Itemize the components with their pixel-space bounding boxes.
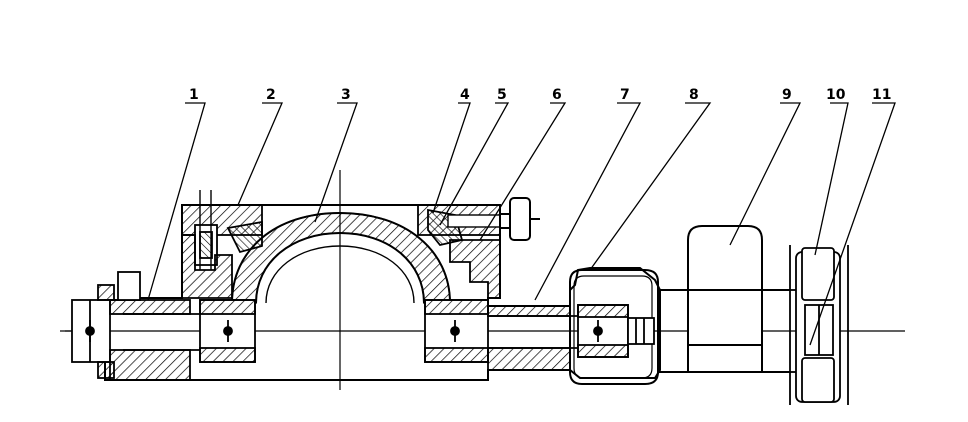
callout-3: 3 [341, 87, 351, 103]
callout-4: 4 [460, 87, 470, 103]
leader-lines [147, 102, 896, 346]
left-housing-block [181, 190, 263, 299]
right-housing-block [417, 204, 501, 299]
callout-labels: 1 2 3 4 5 6 7 8 9 10 11 [189, 87, 891, 103]
callout-1: 1 [189, 87, 199, 103]
callout-9: 9 [782, 87, 792, 103]
left-shaft-end [71, 271, 200, 381]
callout-6: 6 [552, 87, 562, 103]
callout-5: 5 [497, 87, 507, 103]
callout-11: 11 [872, 87, 891, 103]
callout-8: 8 [689, 87, 699, 103]
callout-10: 10 [826, 87, 846, 103]
output-shaft [487, 305, 580, 371]
left-bearing [199, 299, 256, 363]
motor-unit [658, 225, 790, 373]
coupling [577, 304, 655, 358]
callout-7: 7 [620, 87, 630, 103]
adjusting-knob [499, 197, 540, 241]
callout-2: 2 [266, 87, 276, 103]
right-bearing [424, 299, 489, 363]
